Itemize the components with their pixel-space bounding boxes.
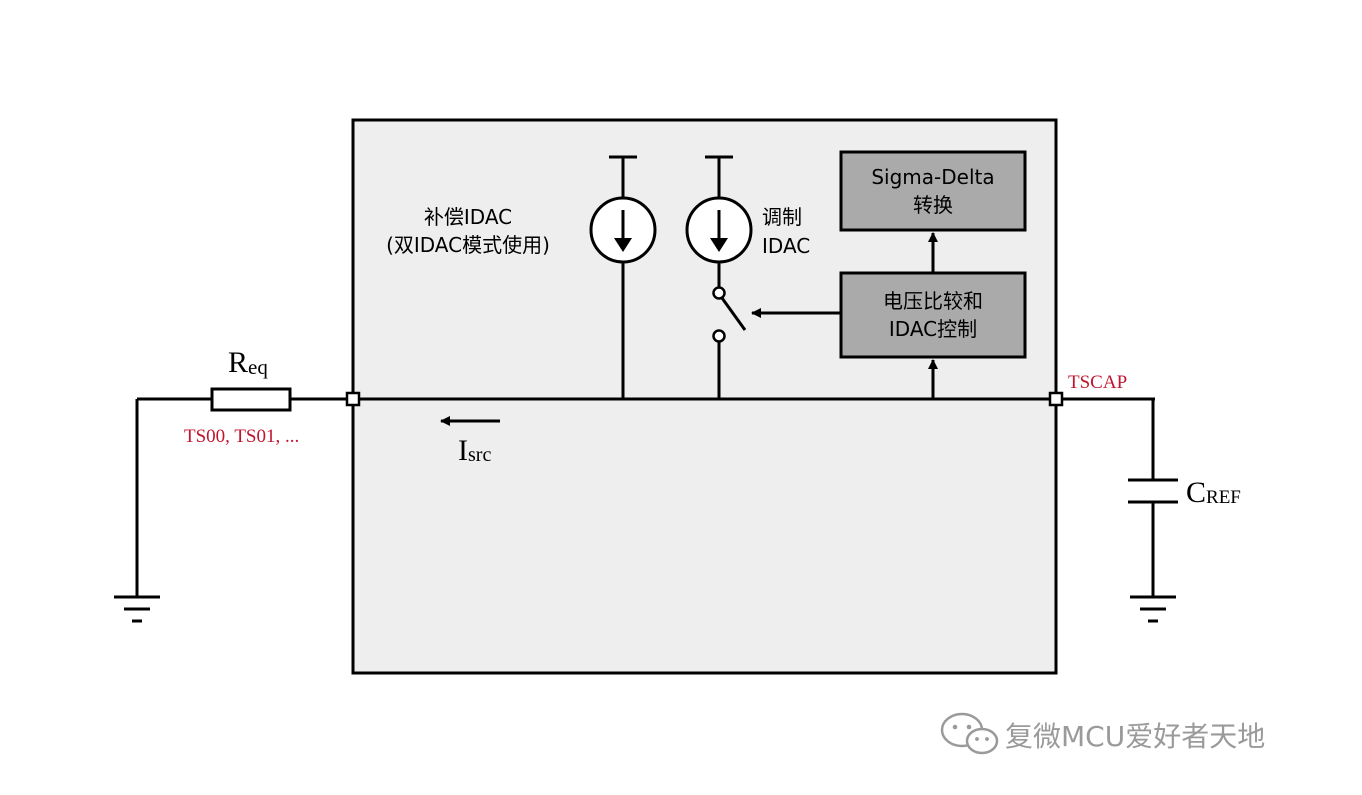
comp-idac-label-line1: 补偿IDAC — [424, 205, 512, 229]
comp-idac-label-line2: (双IDAC模式使用) — [386, 233, 550, 257]
idac-switch — [712, 286, 747, 399]
wechat-icon — [940, 712, 999, 755]
req-label: Req — [228, 346, 268, 379]
mod-idac-label-line1: 调制 — [762, 205, 802, 229]
ts-pins-label: TS00, TS01, ... — [184, 426, 299, 447]
watermark-text: 复微MCU爱好者天地 — [1005, 720, 1265, 753]
left-ground-icon — [114, 595, 160, 623]
sigma-delta-block — [839, 150, 1027, 232]
comparator-label-line1: 电压比较和 — [883, 289, 983, 313]
modulation-idac-source — [685, 155, 753, 288]
isrc-label: Isrc — [458, 434, 491, 467]
sigma-delta-label-line2: 转换 — [913, 193, 953, 217]
mod-idac-label-line2: IDAC — [762, 234, 810, 258]
comparator-label-line2: IDAC控制 — [889, 317, 977, 341]
sigma-delta-label-line1: Sigma-Delta — [871, 165, 994, 189]
comparator-block — [839, 271, 1027, 359]
compensation-idac-source — [589, 155, 657, 399]
sense-pin-square — [345, 391, 361, 407]
right-ground-icon — [1130, 595, 1176, 623]
tscap-pin-square — [1048, 391, 1064, 407]
tscap-label: TSCAP — [1068, 372, 1127, 393]
cref-label: CREF — [1186, 476, 1241, 509]
cref-capacitor — [1128, 399, 1178, 597]
req-resistor — [210, 387, 292, 412]
